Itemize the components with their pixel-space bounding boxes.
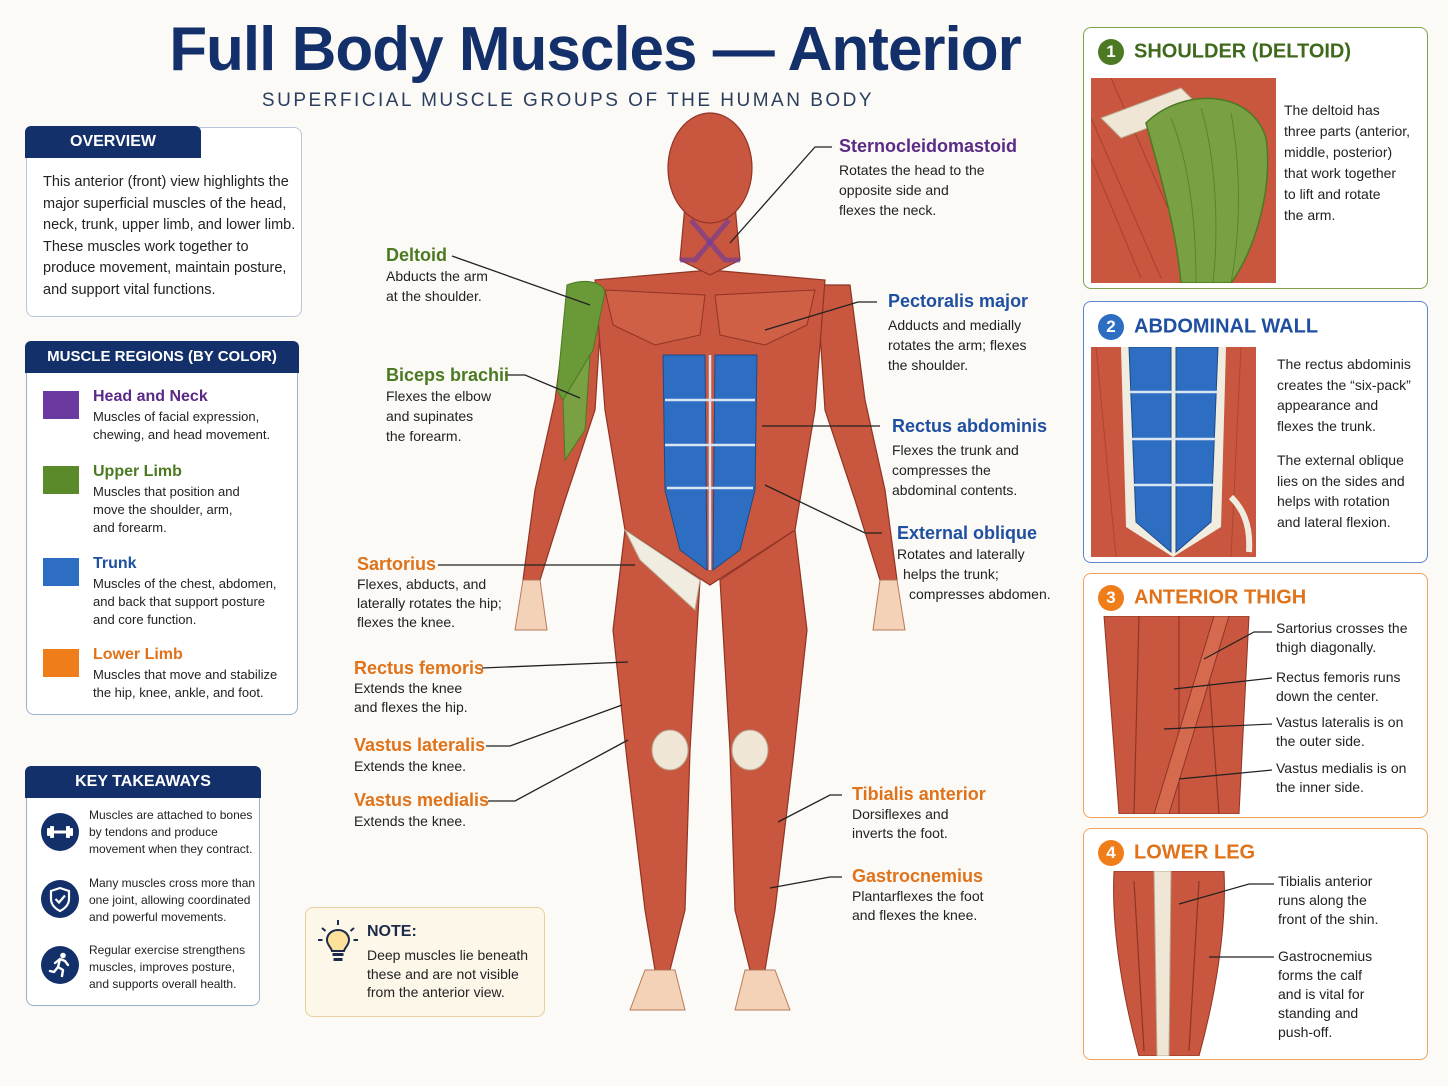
thigh-leaders xyxy=(1163,631,1273,780)
page-subtitle: SUPERFICIAL MUSCLE GROUPS OF THE HUMAN B… xyxy=(261,90,875,111)
abdominal-illustration xyxy=(1091,347,1256,557)
region-name: Head and Neck xyxy=(93,388,208,405)
running-person-icon xyxy=(41,946,79,984)
panel-number: 4 xyxy=(1098,840,1124,866)
label-vastus-lateralis: Vastus lateralis Extends the knee. xyxy=(354,735,486,774)
upper-limb-swatch xyxy=(43,466,79,494)
region-desc: Muscles of facial expression,chewing, an… xyxy=(93,409,271,442)
panel-number: 3 xyxy=(1098,585,1124,611)
panel-number: 1 xyxy=(1098,39,1124,65)
head-neck-swatch xyxy=(43,391,79,419)
note-heading: NOTE: xyxy=(367,923,417,940)
region-name: Lower Limb xyxy=(93,646,183,663)
panel-number: 2 xyxy=(1098,314,1124,340)
lightbulb-icon xyxy=(316,918,360,970)
overview-heading: OVERVIEW xyxy=(25,126,201,158)
trunk-swatch xyxy=(43,558,79,586)
body-figure xyxy=(514,112,906,1011)
regions-heading: MUSCLE REGIONS (BY COLOR) xyxy=(25,341,299,373)
muscle-regions-panel: MUSCLE REGIONS (BY COLOR) Head and Neck … xyxy=(25,341,299,715)
page-title: Full Body Muscles — Anterior xyxy=(169,15,1022,84)
thigh-illustration xyxy=(1103,616,1250,814)
dumbbell-icon xyxy=(41,813,79,851)
region-name: Upper Limb xyxy=(93,463,182,480)
label-sternocleidomastoid: Sternocleidomastoid Rotates the head to … xyxy=(839,136,1018,218)
label-vastus-medialis: Vastus medialis Extends the knee. xyxy=(354,790,490,829)
overview-panel: OVERVIEW This anterior (front) view high… xyxy=(25,126,302,317)
takeaways-heading: KEY TAKEAWAYS xyxy=(25,766,261,798)
overview-text: This anterior (front) view highlights th… xyxy=(43,174,296,298)
region-name: Trunk xyxy=(93,555,137,572)
lower-limb-swatch xyxy=(43,649,79,677)
muscle-body xyxy=(522,112,898,971)
leg-leaders xyxy=(1178,883,1274,958)
region-desc: Muscles of the chest, abdomen,and back t… xyxy=(93,576,277,627)
shield-check-icon xyxy=(41,880,79,918)
lower-leg-illustration xyxy=(1113,871,1225,1056)
muscle-details xyxy=(514,218,906,1011)
shoulder-illustration xyxy=(1091,78,1276,283)
key-takeaways-panel: KEY TAKEAWAYS Muscles are attached to bo… xyxy=(25,766,261,1006)
